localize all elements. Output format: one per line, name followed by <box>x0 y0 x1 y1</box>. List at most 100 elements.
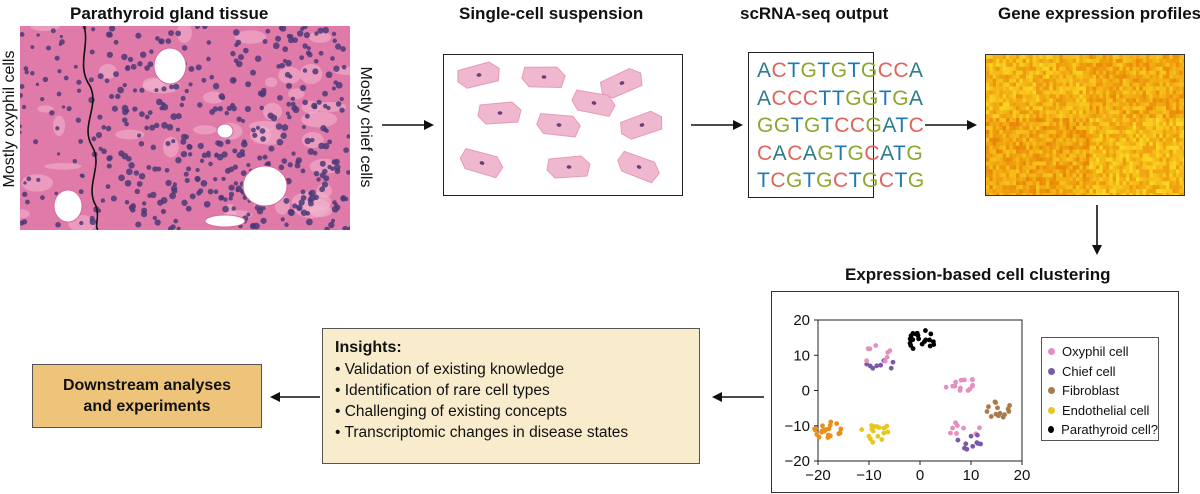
heatmap-cell <box>1122 62 1127 68</box>
heatmap-cell <box>1042 141 1047 147</box>
heatmap-cell <box>999 177 1003 182</box>
heatmap-cell <box>1122 133 1127 139</box>
heatmap-cell <box>1156 153 1160 158</box>
heatmap-cell <box>1012 122 1017 127</box>
heatmap-cell <box>1092 78 1097 83</box>
heatmap-cell <box>1002 169 1007 174</box>
heatmap-cell <box>1096 118 1100 123</box>
heatmap-cell <box>1072 86 1077 91</box>
heatmap-cell <box>1062 55 1067 60</box>
data-point <box>874 363 880 369</box>
heatmap-cell <box>1166 193 1170 195</box>
heatmap-cell <box>1132 137 1137 143</box>
heatmap-cell <box>1096 114 1100 119</box>
heatmap-cell <box>1132 98 1137 103</box>
heatmap-cell <box>1096 74 1100 79</box>
heatmap-cell <box>996 102 1000 107</box>
nucleus <box>154 122 160 129</box>
heatmap-cell <box>1152 98 1157 103</box>
heatmap-cell <box>1179 181 1183 186</box>
nucleus <box>91 136 97 142</box>
data-point <box>984 409 990 414</box>
heatmap-cell <box>1072 133 1077 139</box>
nucleus <box>78 189 84 195</box>
heatmap-cell <box>1022 165 1027 170</box>
heatmap-cell <box>1112 137 1117 143</box>
heatmap-cell <box>1082 118 1087 123</box>
heatmap-cell <box>1176 169 1180 174</box>
heatmap-cell <box>1076 173 1080 178</box>
heatmap-cell <box>1066 129 1070 135</box>
y-tick-label: 0 <box>802 383 810 400</box>
nucleus <box>240 170 247 176</box>
nucleus <box>20 124 22 129</box>
heatmap-cell <box>1129 126 1133 131</box>
heatmap-cell <box>1016 62 1020 68</box>
heatmap-cell <box>1102 126 1107 131</box>
legend-swatch <box>1048 387 1055 395</box>
heatmap-cell <box>1092 129 1097 135</box>
heatmap-cell <box>1062 169 1067 174</box>
heatmap-cell <box>1082 169 1087 174</box>
heatmap-cell <box>1156 126 1160 131</box>
heatmap-cell <box>1159 189 1163 194</box>
heatmap-cell <box>1029 126 1033 131</box>
heatmap-cell <box>1056 110 1060 115</box>
nucleus <box>313 194 319 201</box>
heatmap-cell <box>1082 137 1087 143</box>
data-point <box>910 346 916 351</box>
heatmap-cell <box>1119 55 1123 60</box>
legend-swatch <box>1048 406 1055 414</box>
heatmap-cell <box>1132 177 1137 182</box>
heatmap-cell <box>1062 70 1067 76</box>
heatmap-cell <box>1109 189 1113 194</box>
heatmap-cell <box>1102 137 1107 143</box>
heatmap-cell <box>1149 149 1153 154</box>
heatmap-cell <box>999 62 1003 68</box>
heatmap-cell <box>1126 193 1130 195</box>
heatmap-cell <box>1159 157 1163 162</box>
heatmap-cell <box>1026 141 1030 147</box>
heatmap-cell <box>1119 66 1123 72</box>
heatmap-cell <box>1046 62 1050 68</box>
heatmap-cell <box>1089 189 1093 194</box>
heatmap-cell <box>1132 90 1137 95</box>
heatmap-cell <box>1142 70 1147 76</box>
downstream-line2: and experiments <box>83 398 211 415</box>
heatmap-cell <box>1112 161 1117 166</box>
data-point <box>970 377 975 383</box>
heatmap-cell <box>1146 181 1150 186</box>
heatmap-cell <box>1152 141 1157 147</box>
heatmap-cell <box>1139 181 1143 186</box>
heatmap-cell <box>1009 161 1013 166</box>
heatmap-cell <box>1052 106 1057 111</box>
nucleus <box>260 217 267 224</box>
heatmap-cell <box>1166 129 1170 135</box>
heatmap-cell <box>1096 149 1100 154</box>
heatmap-cell <box>1016 98 1020 103</box>
heatmap-cell <box>1182 157 1184 162</box>
heatmap-cell <box>1172 78 1177 83</box>
heatmap-cell <box>1006 86 1010 91</box>
heatmap-cell <box>1096 82 1100 87</box>
heatmap-cell <box>1156 102 1160 107</box>
nucleus <box>301 125 307 130</box>
heatmap-cell <box>1102 141 1107 147</box>
nucleus <box>327 164 332 170</box>
heatmap-cell <box>1019 78 1023 83</box>
heatmap-cell <box>1076 114 1080 119</box>
heatmap-cell <box>1159 90 1163 95</box>
heatmap-cell <box>1119 185 1123 190</box>
heatmap-cell <box>1182 74 1184 79</box>
heatmap-cell <box>1169 133 1173 139</box>
heatmap-cell <box>1162 129 1167 135</box>
heatmap-cell <box>1122 157 1127 162</box>
vessel-lumen <box>216 123 234 139</box>
heatmap-cell <box>1112 157 1117 162</box>
heatmap-cell <box>989 58 993 64</box>
heatmap-cell <box>1012 102 1017 107</box>
heatmap-cell <box>1142 66 1147 72</box>
heatmap-cell <box>1179 106 1183 111</box>
cell-nucleus <box>591 101 597 105</box>
heatmap-cell <box>1072 189 1077 194</box>
